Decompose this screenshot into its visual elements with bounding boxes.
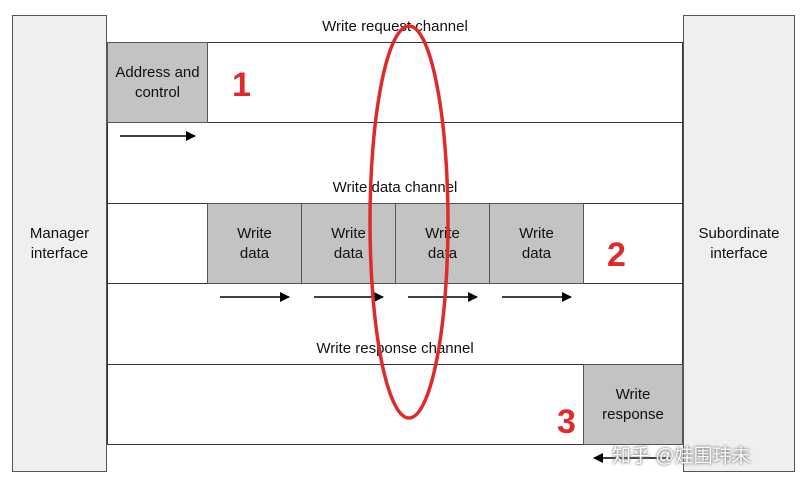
watermark: 知乎 @娃围玮未 [612, 446, 751, 467]
subordinate-interface: Subordinate interface [683, 15, 795, 472]
write-data-box: Write data [395, 203, 490, 284]
write-data-box: Write data [489, 203, 584, 284]
write-response-channel-label: Write response channel [316, 340, 474, 357]
write-response-box: Write response [583, 364, 683, 445]
number-2: 2 [607, 236, 626, 274]
number-1: 1 [232, 66, 251, 104]
write-request-channel-label: Write request channel [322, 18, 468, 35]
request-divider [107, 122, 683, 123]
address-control-box: Address and control [107, 42, 208, 123]
highlight-ellipse [368, 24, 450, 420]
number-3: 3 [557, 403, 576, 441]
manager-interface: Manager interface [12, 15, 107, 472]
write-data-channel-label: Write data channel [332, 179, 458, 196]
write-data-box: Write data [301, 203, 396, 284]
